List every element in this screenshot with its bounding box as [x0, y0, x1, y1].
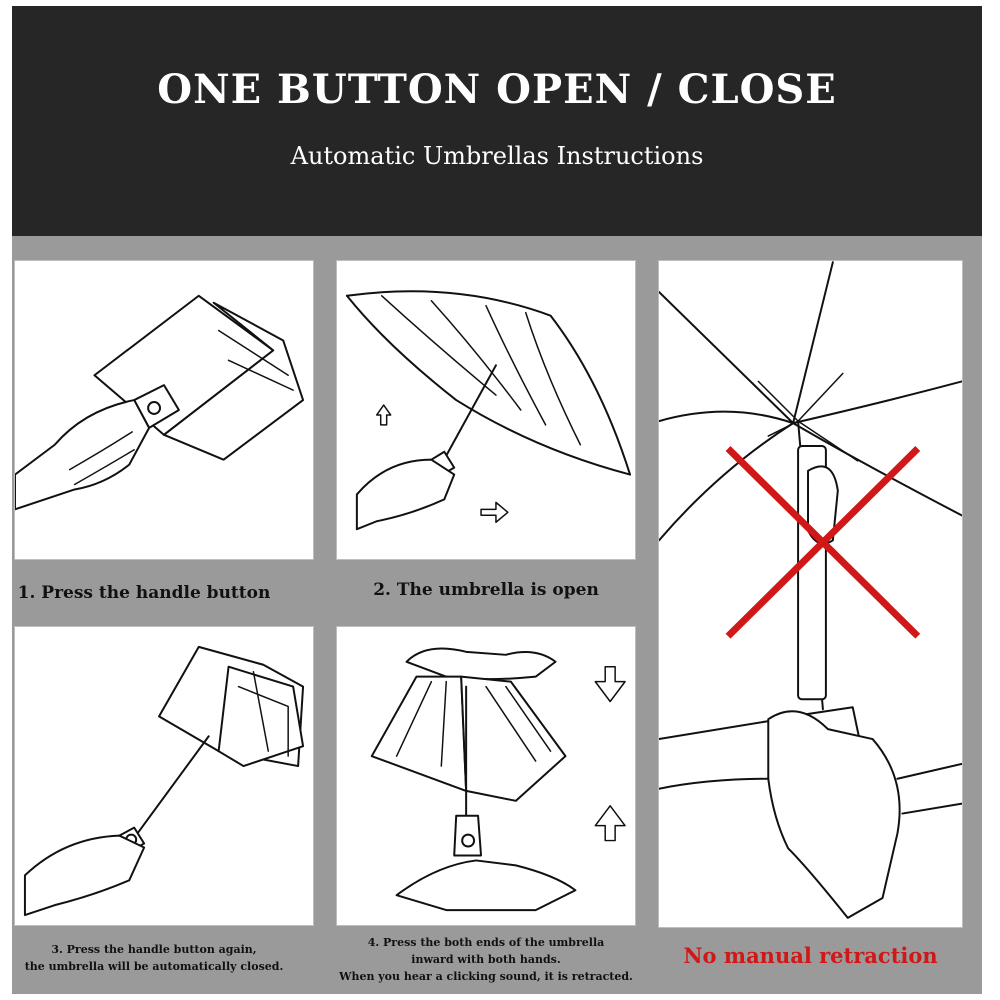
step-3-caption: 3. Press the handle button again, the um…: [4, 941, 304, 975]
step-4-caption: 4. Press the both ends of the umbrella i…: [336, 934, 636, 985]
page-subtitle: Automatic Umbrellas Instructions: [290, 142, 704, 170]
step-4-caption-line-1: 4. Press the both ends of the umbrella: [367, 936, 605, 949]
step-4-caption-line-2: inward with both hands.: [411, 953, 561, 966]
step-1-caption: 1. Press the handle button: [17, 583, 271, 603]
no-manual-retraction-illustration: [658, 260, 963, 928]
header-banner: ONE BUTTON OPEN / CLOSE Automatic Umbrel…: [12, 6, 982, 236]
step-2-illustration: [336, 260, 636, 560]
step-4-caption-line-3: When you hear a clicking sound, it is re…: [339, 970, 633, 983]
page-title: ONE BUTTON OPEN / CLOSE: [157, 66, 837, 113]
step-3-caption-line-1: 3. Press the handle button again,: [51, 943, 257, 956]
step-2-caption: 2. The umbrella is open: [373, 580, 599, 600]
step-3-caption-line-2: the umbrella will be automatically close…: [24, 960, 284, 973]
step-1-illustration: [14, 260, 314, 560]
step-4-illustration: [336, 626, 636, 926]
no-manual-retraction-caption: No manual retraction: [683, 943, 938, 968]
step-3-illustration: [14, 626, 314, 926]
